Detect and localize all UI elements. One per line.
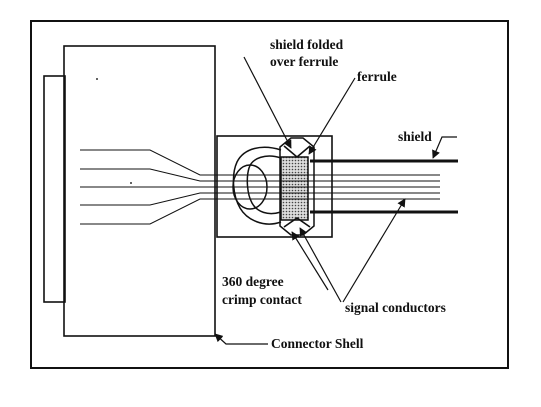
connector-shell-flange bbox=[43, 75, 66, 303]
label-ferrule: ferrule bbox=[357, 69, 397, 84]
label-shield: shield bbox=[398, 129, 432, 144]
label-shield-folded-2: over ferrule bbox=[270, 54, 338, 69]
leader-shield-folded bbox=[243, 56, 292, 149]
label-connector-shell: Connector Shell bbox=[271, 336, 364, 351]
conductor-5 bbox=[80, 198, 440, 225]
folded-shield-outline bbox=[279, 137, 315, 236]
leader-signal-2 bbox=[342, 198, 406, 303]
label-crimp-2: crimp contact bbox=[222, 292, 302, 307]
connector-shell-body bbox=[63, 45, 216, 337]
crimp-top-notch bbox=[283, 145, 311, 159]
scan-dot bbox=[96, 78, 98, 80]
label-shield-folded-1: shield folded bbox=[270, 37, 344, 52]
signal-conductors bbox=[80, 149, 440, 225]
conductor-4 bbox=[80, 192, 440, 206]
ferrule bbox=[280, 156, 309, 221]
crimp-bottom-notch bbox=[283, 217, 311, 228]
label-crimp-1: 360 degree bbox=[222, 274, 284, 289]
leader-crimp-contact bbox=[291, 231, 329, 291]
label-signal-conductors: signal conductors bbox=[345, 300, 446, 315]
conductor-2 bbox=[80, 168, 440, 182]
leader-connector-shell bbox=[214, 333, 268, 345]
diagram-frame bbox=[30, 20, 509, 369]
leader-shield bbox=[432, 136, 457, 159]
leader-ferrule bbox=[308, 77, 356, 155]
leader-signal-1 bbox=[299, 227, 342, 303]
crimp-contact-inner-loop bbox=[246, 155, 282, 215]
conductor-1 bbox=[80, 149, 440, 176]
scan-dot bbox=[130, 182, 132, 184]
